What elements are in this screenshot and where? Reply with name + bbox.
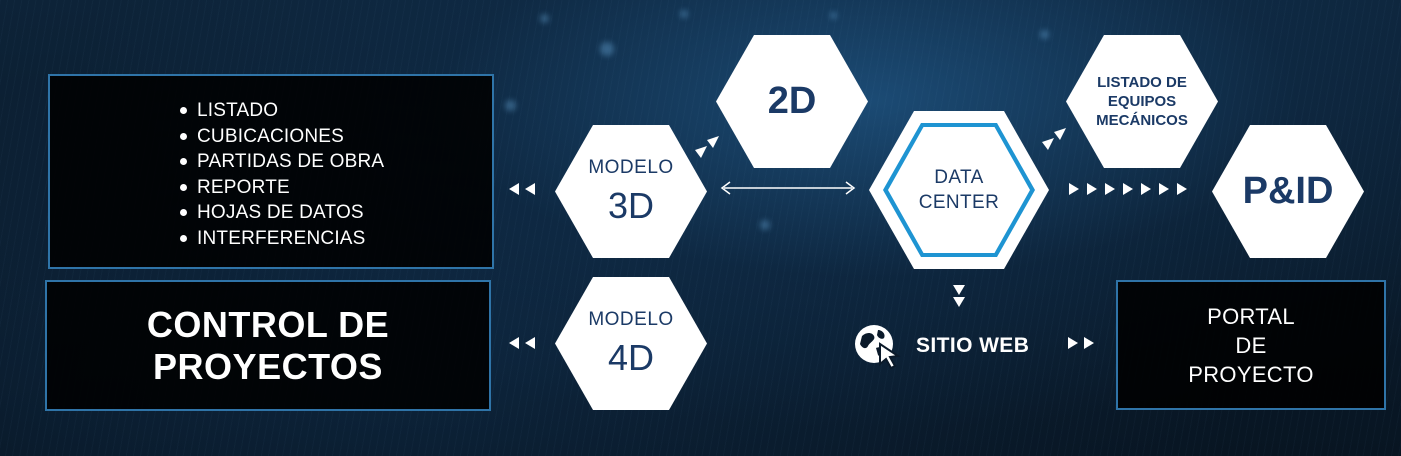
- bullet-icon: [180, 183, 187, 191]
- hex-2d-label: 2D: [767, 80, 817, 122]
- bullet-icon: [180, 158, 187, 166]
- arrows-web-to-portal: [1068, 337, 1102, 349]
- light-glow: [505, 100, 516, 111]
- light-glow: [760, 220, 770, 230]
- sitio-web-label: SITIO WEB: [916, 334, 1030, 357]
- bullet-icon: [180, 107, 187, 115]
- list-item: PARTIDAS DE OBRA: [180, 149, 384, 175]
- arrow-right-icon: [1123, 183, 1133, 195]
- list-item: HOJAS DE DATOS: [180, 200, 384, 226]
- hex-pid: P&ID: [1212, 125, 1364, 258]
- bullet-icon: [180, 209, 187, 217]
- arrow-down-icon: [953, 285, 965, 295]
- data-center-inner: DATA CENTER: [888, 127, 1030, 253]
- light-glow: [680, 10, 688, 18]
- portal-proyecto-title: PORTAL DE PROYECTO: [1188, 303, 1314, 387]
- light-glow: [600, 42, 614, 56]
- light-glow: [830, 12, 837, 19]
- arrow-left-icon: [509, 183, 519, 195]
- arrow-down-icon: [953, 297, 965, 307]
- arrow-right-icon: [1105, 183, 1115, 195]
- arrows-3d-to-list: [509, 183, 543, 195]
- hex-pid-label: P&ID: [1242, 170, 1334, 212]
- hex-modelo-4d-small: MODELO: [588, 308, 674, 330]
- arrows-datacenter-to-web: [953, 285, 965, 307]
- arrow-right-icon: [1087, 183, 1097, 195]
- arrow-left-icon: [509, 337, 519, 349]
- arrow-right-icon: [1159, 183, 1169, 195]
- arrow-left-icon: [525, 337, 535, 349]
- arrow-right-icon: [1068, 337, 1078, 349]
- arrow-right-icon: [1084, 337, 1094, 349]
- hex-listado-equipos-label: LISTADO DE EQUIPOS MECÁNICOS: [1096, 74, 1188, 129]
- bullet-icon: [180, 234, 187, 242]
- arrow-3d-to-2d: [695, 136, 719, 158]
- control-proyectos-title: CONTROL DE PROYECTOS: [146, 303, 390, 387]
- sitio-web: SITIO WEB: [852, 322, 1029, 370]
- data-center-label: DATA CENTER: [918, 167, 1000, 213]
- bullet-icon: [180, 132, 187, 140]
- arrows-datacenter-to-pid: [1069, 183, 1199, 195]
- hex-modelo-4d-big: 4D: [607, 336, 655, 378]
- arrow-right-icon: [1069, 183, 1079, 195]
- portal-proyecto-box: PORTAL DE PROYECTO: [1116, 280, 1386, 410]
- control-proyectos-box: CONTROL DE PROYECTOS: [45, 280, 491, 411]
- globe-cursor-icon: [855, 325, 901, 370]
- light-glow: [1040, 30, 1049, 39]
- list-item: INTERFERENCIAS: [180, 226, 384, 252]
- arrow-right-icon: [1141, 183, 1151, 195]
- hex-modelo-3d-big: 3D: [607, 184, 655, 226]
- list-item: REPORTE: [180, 175, 384, 201]
- deliverables-list-box: LISTADO CUBICACIONES PARTIDAS DE OBRA RE…: [48, 74, 494, 269]
- hex-listado-equipos: LISTADO DE EQUIPOS MECÁNICOS: [1066, 35, 1218, 168]
- list-item: CUBICACIONES: [180, 124, 384, 150]
- light-glow: [540, 14, 549, 23]
- hex-modelo-3d-small: MODELO: [588, 156, 674, 178]
- deliverables-list: LISTADO CUBICACIONES PARTIDAS DE OBRA RE…: [180, 98, 384, 251]
- arrow-left-icon: [525, 183, 535, 195]
- list-item: LISTADO: [180, 98, 384, 124]
- arrow-right-icon: [1177, 183, 1187, 195]
- bidirectional-arrow: [720, 181, 856, 195]
- arrows-4d-to-control: [509, 337, 543, 349]
- arrow-datacenter-to-listado: [1042, 128, 1066, 150]
